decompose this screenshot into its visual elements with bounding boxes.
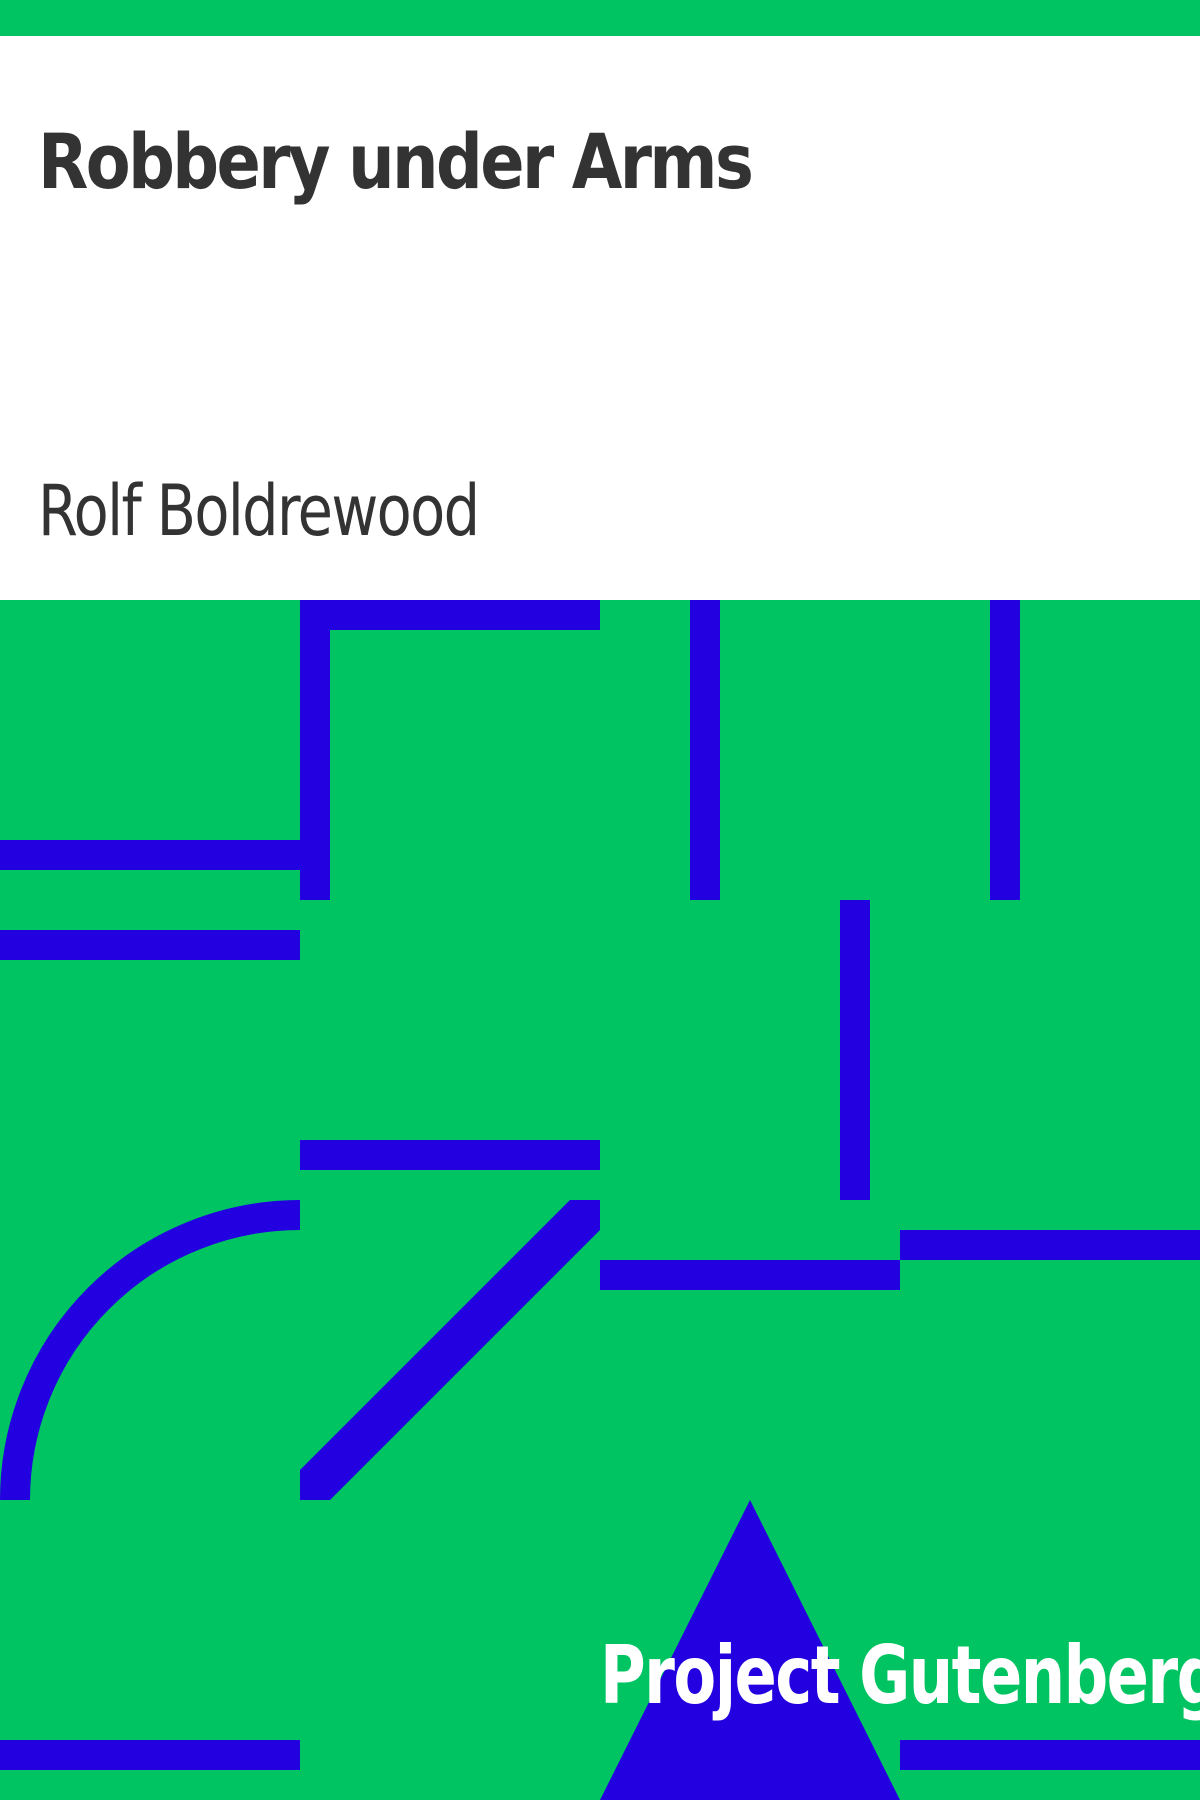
pattern-bar (300, 600, 600, 630)
pattern-diagonal (300, 1200, 600, 1500)
pattern-bar (600, 1260, 900, 1290)
book-author: Rolf Boldrewood (38, 470, 480, 552)
pattern-arc (0, 1200, 301, 1501)
pattern-bar (0, 1740, 300, 1770)
pattern-bar (900, 1740, 1200, 1770)
pattern-bar (990, 600, 1020, 900)
title-panel: Robbery under Arms Rolf Boldrewood (0, 36, 1200, 600)
book-title: Robbery under Arms (38, 117, 754, 206)
pattern-bar (300, 600, 330, 900)
pattern-bar (0, 930, 300, 960)
pattern-bar (0, 840, 300, 870)
pattern-bar (690, 600, 720, 900)
pattern-bar (840, 900, 870, 1200)
publisher-name: Project Gutenberg (600, 1629, 1200, 1722)
pattern-triangle (600, 1500, 900, 1800)
pattern-bar (300, 1140, 600, 1170)
pattern-bar (900, 1230, 1200, 1260)
